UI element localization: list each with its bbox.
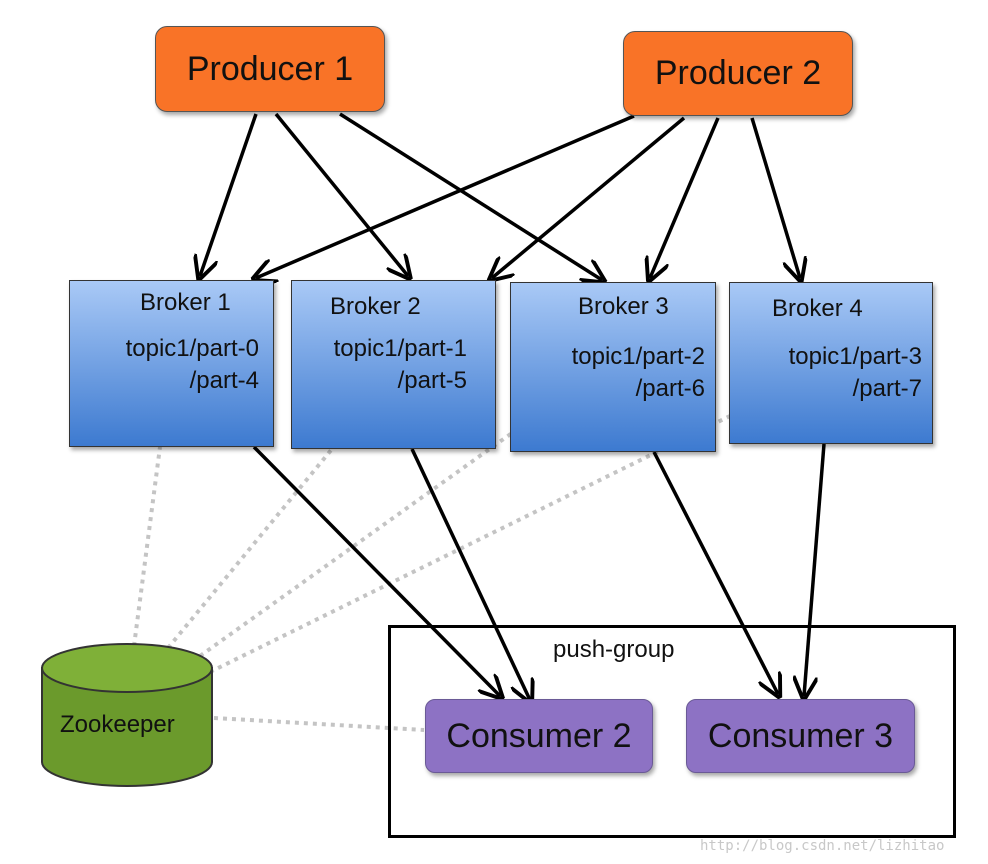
zookeeper-label: Zookeeper (60, 711, 175, 738)
broker-2: Broker 2 topic1/part-1 /part-5 (291, 280, 496, 449)
zk-link-broker-1 (132, 446, 162, 647)
producer-1-label: Producer 1 (186, 49, 354, 88)
arrow-producer1-broker2 (274, 112, 408, 276)
producer-1: Producer 1 (155, 26, 385, 112)
consumer-3-label: Consumer 3 (707, 716, 894, 755)
consumer-2: Consumer 2 (425, 699, 653, 773)
broker-4-partition-a: topic1/part-3 (788, 343, 922, 370)
broker-3-partition-a: topic1/part-2 (571, 343, 705, 370)
arrow-broker3-consumer3 (652, 451, 778, 694)
consumer-group-label: push-group (553, 636, 675, 663)
arrow-producer1-broker1 (200, 113, 258, 276)
broker-1: Broker 1 topic1/part-0 /part-4 (69, 280, 274, 447)
broker-2-title: Broker 2 (330, 293, 421, 320)
broker-1-partition-b: /part-4 (189, 367, 259, 394)
broker-3-title: Broker 3 (578, 293, 669, 320)
arrow-broker2-consumer2 (410, 448, 530, 700)
broker-2-partition-a: topic1/part-1 (333, 335, 467, 362)
broker-4-title: Broker 4 (772, 295, 863, 322)
broker-1-partition-a: topic1/part-0 (125, 335, 259, 362)
producer-2: Producer 2 (623, 31, 853, 116)
zk-link-broker-2 (166, 447, 334, 650)
broker-4-partition-b: /part-7 (852, 375, 922, 402)
arrow-producer2-broker3 (650, 117, 720, 278)
watermark-text: http://blog.csdn.net/lizhitao (700, 838, 945, 854)
arrow-producer1-broker3 (339, 112, 602, 280)
broker-3: Broker 3 topic1/part-2 /part-6 (510, 282, 716, 452)
arrow-producer2-broker4 (750, 117, 800, 278)
arrow-broker4-consumer3 (804, 443, 826, 696)
arrow-producer2-broker2 (492, 116, 686, 278)
arrow-broker1-consumer2 (252, 445, 500, 696)
broker-4: Broker 4 topic1/part-3 /part-7 (729, 282, 933, 444)
zk-link-broker-4 (209, 414, 731, 674)
consumer-2-label: Consumer 2 (446, 716, 632, 755)
consumer-3: Consumer 3 (686, 699, 915, 773)
zk-link-broker-3 (198, 431, 514, 658)
broker-3-partition-b: /part-6 (635, 375, 705, 402)
arrow-producer2-broker1 (256, 114, 635, 278)
consumer-group-box: push-group (388, 625, 956, 838)
zookeeper-cylinder (41, 643, 213, 787)
producer-2-label: Producer 2 (654, 54, 822, 92)
broker-1-title: Broker 1 (140, 289, 231, 316)
broker-2-partition-b: /part-5 (397, 367, 467, 394)
